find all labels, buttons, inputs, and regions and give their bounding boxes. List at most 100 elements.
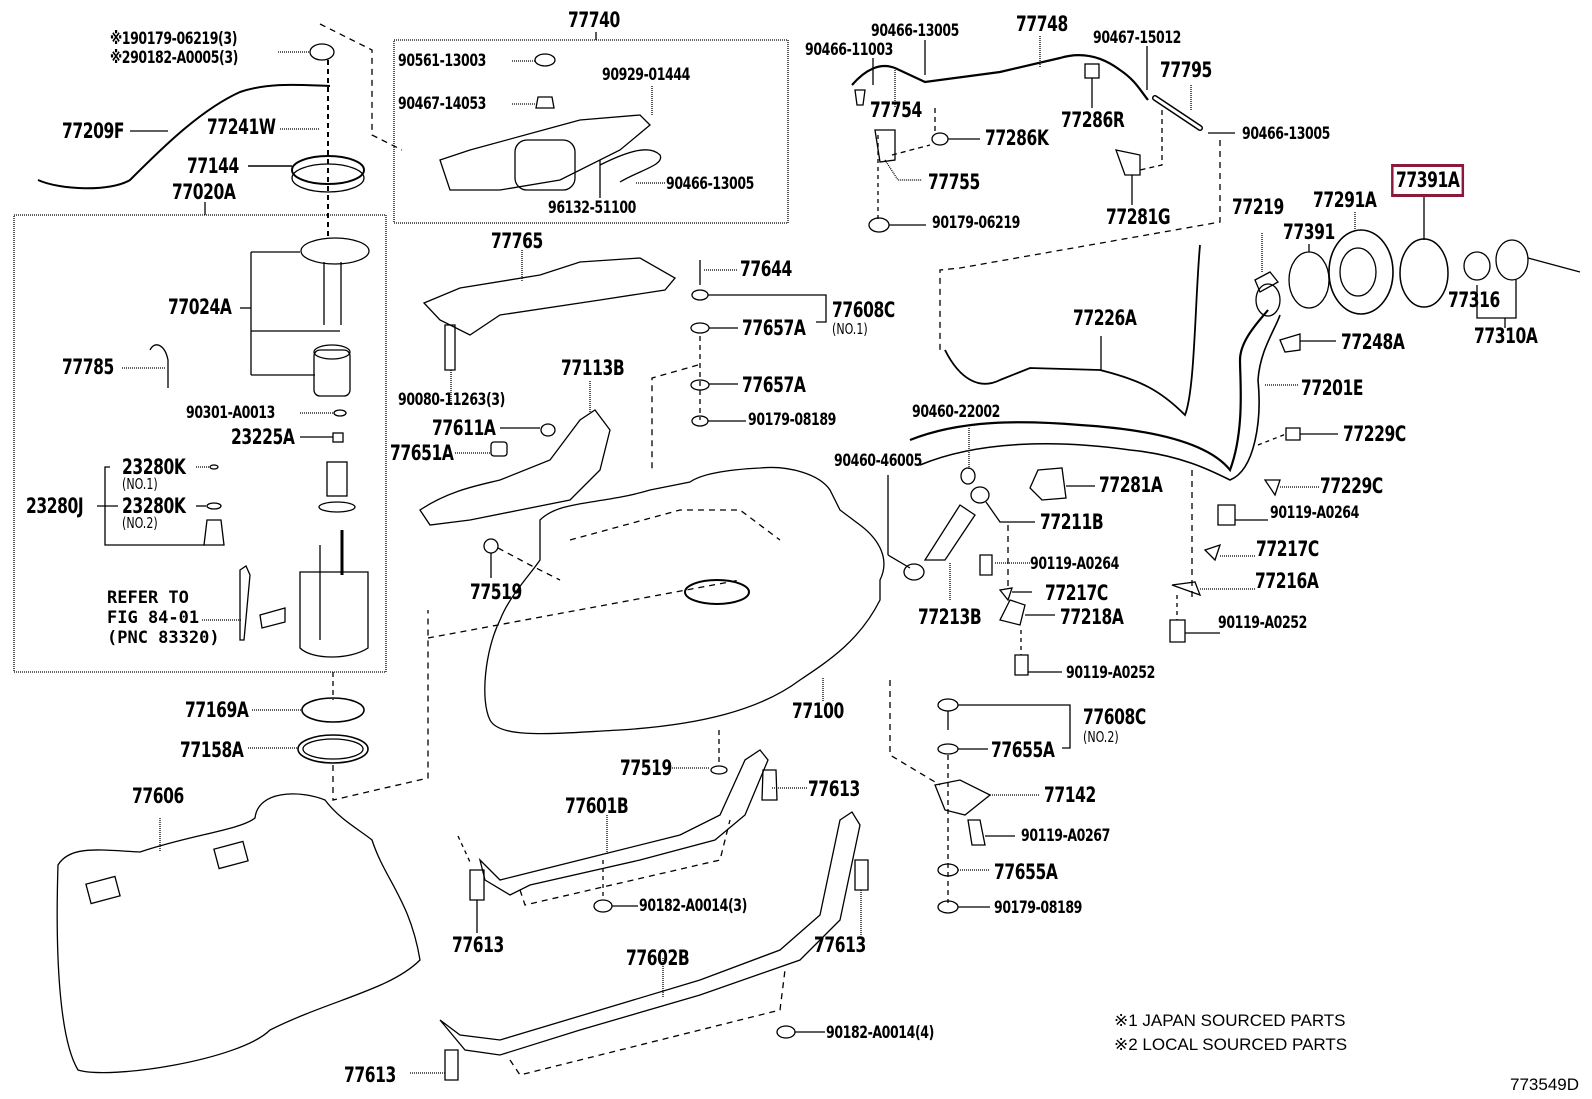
part-label-90119-A0267[interactable]: 90119-A0267 [1021, 826, 1110, 846]
part-label-77169A[interactable]: 77169A [185, 698, 249, 722]
part-label-77291A[interactable]: 77291A [1313, 188, 1377, 212]
part-label-77286K[interactable]: 77286K [985, 126, 1049, 150]
part-label-77613-b[interactable]: 77613 [452, 933, 504, 957]
fuel-filter [313, 349, 351, 397]
part-label-77644[interactable]: 77644 [740, 257, 792, 281]
part-label-77209F[interactable]: 77209F [62, 119, 125, 143]
part-label-90929-01444[interactable]: 90929-01444 [602, 65, 690, 85]
part-label-90182-A0005-3[interactable]: ※290182-A0005(3) [110, 48, 238, 68]
note-local-sourced: ※2 LOCAL SOURCED PARTS [1114, 1035, 1348, 1054]
part-label-90179-08189-b[interactable]: 90179-08189 [994, 898, 1082, 918]
part-label-77310A[interactable]: 77310A [1474, 324, 1538, 348]
part-label-90119-A0264-b[interactable]: 90119-A0264 [1030, 554, 1119, 574]
charcoal-canister-77740 [439, 114, 651, 191]
part-label-90460-22002[interactable]: 90460-22002 [912, 402, 1000, 422]
part-label-77613-a[interactable]: 77613 [808, 777, 860, 801]
part-label-90182-A0014-3[interactable]: 90182-A0014(3) [639, 896, 747, 916]
part-label-77606[interactable]: 77606 [132, 784, 184, 808]
part-label-77391[interactable]: 77391 [1283, 220, 1335, 244]
part-label-77113B[interactable]: 77113B [561, 356, 625, 380]
housing-77291A [1328, 229, 1394, 315]
part-label-90466-13005-c[interactable]: 90466-13005 [1242, 124, 1330, 144]
part-label-77391A-highlighted[interactable]: 77391A [1391, 164, 1465, 197]
part-label-90119-A0252-a[interactable]: 90119-A0252 [1218, 613, 1307, 633]
part-label-77281G[interactable]: 77281G [1106, 205, 1171, 229]
part-label-77248A[interactable]: 77248A [1341, 330, 1405, 354]
part-label-77519-b[interactable]: 77519 [620, 756, 672, 780]
part-label-77216A[interactable]: 77216A [1255, 569, 1319, 593]
part-label-90467-14053[interactable]: 90467-14053 [398, 94, 486, 114]
pump-housing [299, 571, 369, 658]
part-label-90460-46005[interactable]: 90460-46005 [834, 451, 922, 471]
part-label-77601B[interactable]: 77601B [565, 794, 629, 818]
bracket-77113B [419, 409, 611, 526]
part-label-77655A-a[interactable]: 77655A [991, 738, 1055, 762]
filler-pipe-77201E [909, 309, 1269, 473]
part-label-77286R[interactable]: 77286R [1061, 108, 1125, 132]
part-label-77651A[interactable]: 77651A [390, 441, 454, 465]
part-label-77158A[interactable]: 77158A [180, 738, 244, 762]
part-label-77611A[interactable]: 77611A [432, 416, 496, 440]
part-label-77608C-no1[interactable]: 77608C [832, 298, 895, 322]
part-label-77613-c[interactable]: 77613 [814, 933, 866, 957]
part-label-90080-11263-3[interactable]: 90080-11263(3) [398, 390, 505, 410]
refer-note-line2[interactable]: FIG 84-01 [107, 608, 200, 628]
part-label-77229C-a[interactable]: 77229C [1343, 422, 1406, 446]
part-label-23225A[interactable]: 23225A [231, 425, 295, 449]
part-label-77218A[interactable]: 77218A [1060, 605, 1124, 629]
part-label-77754[interactable]: 77754 [870, 98, 922, 122]
part-label-90182-A0014-4[interactable]: 90182-A0014(4) [826, 1023, 934, 1043]
part-label-23280K-no2[interactable]: 23280K [122, 494, 186, 518]
part-label-77144[interactable]: 77144 [187, 154, 239, 178]
part-label-90301-A0013[interactable]: 90301-A0013 [186, 403, 275, 423]
part-label-77020A[interactable]: 77020A [172, 180, 236, 204]
part-label-77217C-b[interactable]: 77217C [1045, 581, 1108, 605]
part-label-77241W[interactable]: 77241W [207, 115, 276, 139]
part-label-77795[interactable]: 77795 [1160, 58, 1212, 82]
fuel-cap-77310A [1495, 239, 1529, 281]
part-label-90179-08189-a[interactable]: 90179-08189 [748, 410, 836, 430]
part-label-90119-A0252-b[interactable]: 90119-A0252 [1066, 663, 1155, 683]
part-label-77755[interactable]: 77755 [928, 170, 980, 194]
heat-insulator-77765 [422, 257, 676, 336]
part-label-77748[interactable]: 77748 [1016, 12, 1068, 36]
part-label-77785[interactable]: 77785 [62, 355, 114, 379]
part-label-77765[interactable]: 77765 [491, 229, 543, 253]
part-label-90466-13005-b[interactable]: 90466-13005 [871, 21, 959, 41]
part-label-23280K-no1[interactable]: 23280K [122, 455, 186, 479]
part-label-77201E[interactable]: 77201E [1301, 376, 1364, 400]
refer-note-line1: REFER TO [107, 588, 189, 608]
part-label-90466-13005-a[interactable]: 90466-13005 [666, 174, 754, 194]
part-label-77281A[interactable]: 77281A [1099, 473, 1163, 497]
part-label-90466-11003[interactable]: 90466-11003 [805, 40, 893, 60]
part-label-90119-A0264-a[interactable]: 90119-A0264 [1270, 503, 1359, 523]
part-label-77608C-no2[interactable]: 77608C [1083, 705, 1146, 729]
part-label-77655A-b[interactable]: 77655A [994, 860, 1058, 884]
part-label-90467-15012[interactable]: 90467-15012 [1093, 28, 1181, 48]
part-label-77519-a[interactable]: 77519 [470, 580, 522, 604]
part-label-90179-06219[interactable]: 90179-06219 [932, 213, 1020, 233]
part-label-90179-06219-3[interactable]: ※190179-06219(3) [110, 29, 238, 49]
part-label-77316[interactable]: 77316 [1448, 288, 1500, 312]
part-label-77740[interactable]: 77740 [568, 8, 620, 32]
part-label-77142[interactable]: 77142 [1044, 783, 1096, 807]
part-label-90561-13003[interactable]: 90561-13003 [398, 51, 486, 71]
part-label-77024A[interactable]: 77024A [168, 295, 232, 319]
part-label-77226A[interactable]: 77226A [1073, 306, 1137, 330]
part-label-77211B[interactable]: 77211B [1040, 510, 1104, 534]
part-label-77213B[interactable]: 77213B [918, 605, 982, 629]
nut-icon [309, 43, 335, 61]
part-label-77602B[interactable]: 77602B [626, 946, 690, 970]
part-label-77229C-b[interactable]: 77229C [1320, 474, 1383, 498]
refer-note-line3: (PNC 83320) [107, 628, 220, 648]
part-label-77657A-a[interactable]: 77657A [742, 316, 806, 340]
part-label-77613-d[interactable]: 77613 [344, 1063, 396, 1087]
part-label-96132-51100[interactable]: 96132-51100 [548, 198, 636, 218]
part-sublabel-no2: (NO.2) [122, 514, 158, 532]
part-label-23280J[interactable]: 23280J [26, 494, 84, 518]
part-label-77217C-a[interactable]: 77217C [1256, 537, 1319, 561]
part-label-77219[interactable]: 77219 [1232, 195, 1284, 219]
part-label-77100[interactable]: 77100 [792, 699, 844, 723]
part-label-77657A-b[interactable]: 77657A [742, 373, 806, 397]
